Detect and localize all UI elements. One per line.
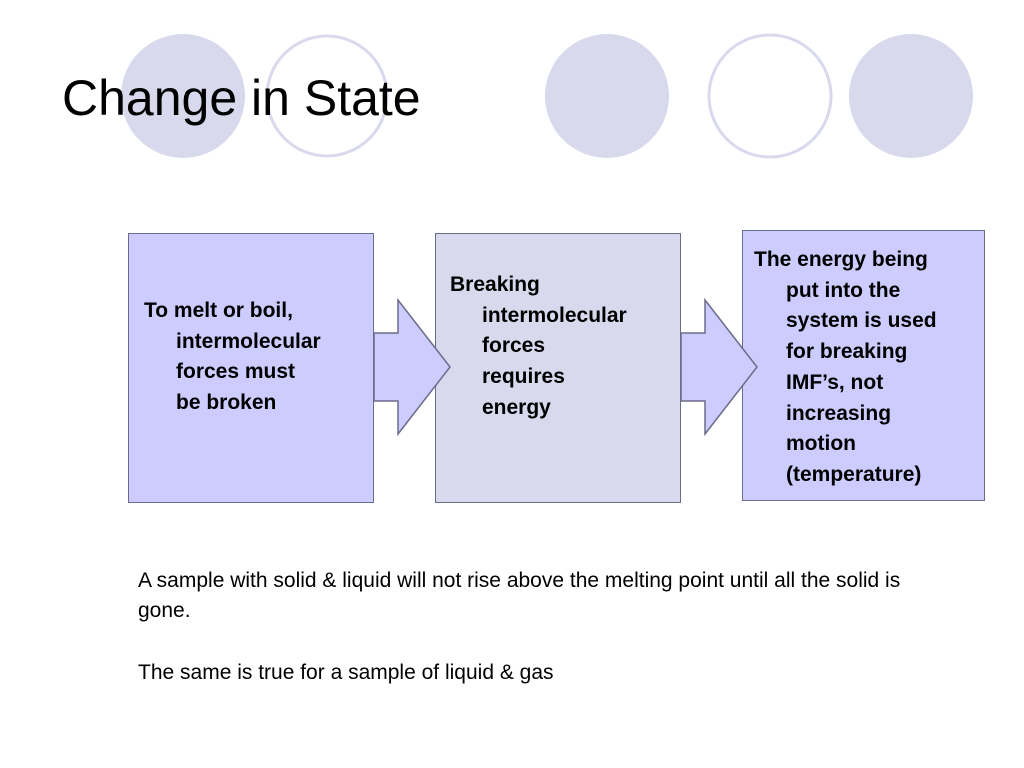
step-3-line-6: increasing [786,401,892,425]
step-3-line-5: IMF’s, not [786,370,884,394]
step-2-line-1: Breaking [450,273,540,296]
step-3-line-8: (temperature) [786,462,922,486]
step-3-text: The energy being put into the system is … [754,245,937,491]
note-boiling: The same is true for a sample of liquid … [138,661,554,684]
step-2-text: Breaking intermolecular forces requires … [450,270,627,424]
filled-circle-2 [545,34,669,158]
step-1-line-1: To melt or boil, [144,299,293,322]
step-1-text: To melt or boil, intermolecular forces m… [144,296,321,419]
step-1-line-3: forces must [176,360,296,384]
step-3-line-4: for breaking [786,340,908,364]
step-3-line-1: The energy being [754,248,928,271]
flow-arrow-2 [680,298,758,437]
arrow-shape-1 [373,298,451,437]
step-2-line-2: intermolecular [482,303,627,327]
filled-circle-1 [121,34,245,158]
step-2-line-4: requires [482,365,565,389]
ring-circle-1 [265,34,389,158]
flow-arrow-1 [373,298,451,437]
flow-box-2 [435,233,681,503]
note-melting: A sample with solid & liquid will not ri… [138,569,901,622]
filled-circle-3 [849,34,973,158]
ring-circle-2 [707,33,833,159]
arrow-shape-2 [680,298,758,437]
step-2-line-3: forces [482,334,546,358]
step-1-line-4: be broken [176,391,277,415]
slide-title: Change in State [62,70,421,126]
flow-box-3 [742,230,985,501]
decorative-circles [121,33,973,159]
step-2-line-5: energy [482,395,551,419]
step-3-line-2: put into the [786,278,901,302]
step-3-line-7: motion [786,432,856,456]
step-3-line-3: system is used [786,309,937,333]
step-1-line-2: intermolecular [176,329,321,353]
